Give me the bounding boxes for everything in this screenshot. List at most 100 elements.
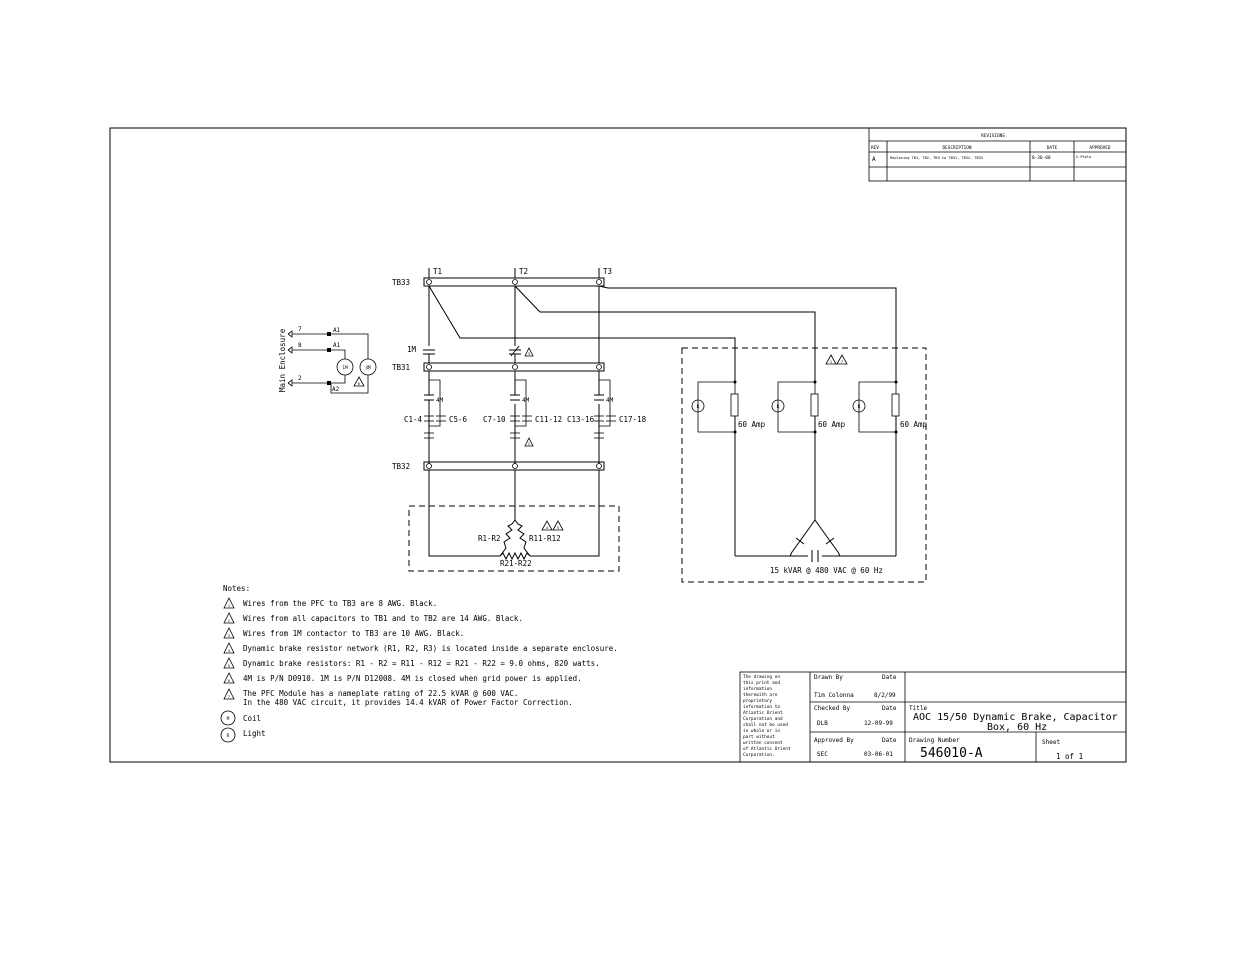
note-1: 1 Wires from the PFC to TB3 are 8 AWG. B… [223,597,437,609]
resistor-r2-label: R11-R12 [529,534,561,543]
legend-coil: M Coil [220,710,261,726]
note-3-text: Wires from 1M contactor to TB3 are 10 AW… [243,629,464,638]
sheet-value: 1 of 1 [1056,752,1083,761]
svg-text:3: 3 [528,352,530,356]
fuse-2-label: 60 Amp [818,420,846,429]
svg-text:5: 5 [228,664,230,668]
terminal-block-tb33: TB33 T1 T2 T3 [392,267,612,287]
revision-row-approved: S.Ptolo [1076,155,1091,159]
t1-label: T1 [433,267,442,276]
phase-wires [428,268,897,382]
svg-text:therewith are: therewith are [743,692,778,698]
svg-text:5: 5 [557,526,559,530]
svg-text:4: 4 [228,649,230,653]
svg-text:2: 2 [228,619,230,623]
terminal-a2-label: A2 [332,386,340,393]
coil-4m-label: 4M [365,365,371,371]
svg-text:in whole or in: in whole or in [743,728,780,734]
date-header: DATE [1047,145,1058,151]
note-4-5-marker-icon: 4 5 [541,520,564,531]
revisions-table: REVISIONS REV DESCRIPTION DATE APPROVED … [868,127,1127,182]
svg-text:6: 6 [358,382,360,386]
svg-text:6: 6 [228,679,230,683]
pfc-enclosure: 1 7 R 60 Amp R 60 Amp R 60 Amp [681,347,928,583]
svg-text:The drawing on: The drawing on [743,674,780,680]
svg-text:7: 7 [228,695,230,699]
t3-label: T3 [603,267,612,276]
svg-text:shall not be used: shall not be used [743,722,788,728]
svg-text:Corporation.: Corporation. [743,752,775,758]
note-7: 7 The PFC Module has a nameplate rating … [223,688,573,707]
cap-c4-label: C11-12 [535,415,562,424]
cap-4m-label-2: 4M [522,397,530,404]
resistor-r3-label: R21-R22 [500,559,532,568]
note-1-7-marker-icon: 1 7 [825,354,848,365]
svg-text:proprietary: proprietary [743,698,772,704]
svg-text:1: 1 [228,604,230,608]
coil-circuit: Main Enclosure 7 8 2 A1 A1 A2 1M 4M [278,326,377,394]
capacitor-bank: 4M 4M 4M C1-4 C5-6 C7-10 C11-12 C13-16 C… [404,371,647,464]
drawing-title-line2: Box, 60 Hz [987,722,1047,733]
note-4-text: Dynamic brake resistor network (R1, R2, … [243,644,618,653]
note-2: 2 Wires from all capacitors to TB1 and t… [223,612,523,624]
note-7-text: The PFC Module has a nameplate rating of… [243,689,518,698]
tb31-label: TB31 [392,363,410,372]
note-5: 5 Dynamic brake resistors: R1 - R2 = R11… [223,657,600,669]
note-6: 6 4M is P/N D0910. 1M is P/N D12008. 4M … [223,672,582,684]
terminal-block-tb31: TB31 [392,362,605,372]
svg-text:R: R [777,404,780,410]
svg-text:7: 7 [841,360,843,364]
cap-c2-label: C5-6 [449,415,468,424]
tb32-label: TB32 [392,462,410,471]
revision-row-date: 8-30-00 [1032,155,1051,161]
title-label: Title [909,705,927,712]
tb33-label: TB33 [392,278,410,287]
description-header: DESCRIPTION [942,145,971,151]
drawn-by-label: Drawn By [814,674,843,681]
svg-text:of Atlantic Orient: of Atlantic Orient [743,746,791,752]
fuse-1-label: 60 Amp [738,420,766,429]
svg-text:information: information [743,686,772,692]
checked-by-value: DLB [817,720,828,727]
svg-text:1: 1 [830,360,832,364]
indicator-light-3-icon [852,399,866,413]
legend-light: R Light [220,727,266,743]
drawing-number-value: 546010-A [920,746,983,761]
note-4: 4 Dynamic brake resistor network (R1, R2… [223,642,618,654]
note-3: 3 Wires from 1M contactor to TB3 are 10 … [223,627,464,639]
svg-text:4: 4 [546,526,548,530]
cap-c3-label: C7-10 [483,415,506,424]
wire-8-label: 8 [298,342,302,349]
notes-section: Notes: 1 Wires from the PFC to TB3 are 8… [220,584,618,743]
contactor-label: 1M [407,345,417,354]
drawn-date-value: 8/2/99 [874,692,896,699]
cap-c5-label: C13-16 [567,415,595,424]
coil-4m-icon [359,358,377,376]
note-1-text: Wires from the PFC to TB3 are 8 AWG. Bla… [243,599,437,608]
main-enclosure-label: Main Enclosure [278,328,287,392]
checked-by-label: Checked By [814,705,851,712]
drawn-by-value: Tim Colonna [814,692,854,699]
rev-header: REV [871,145,879,151]
note-6-text: 4M is P/N D0910. 1M is P/N D12008. 4M is… [243,674,582,683]
wire-7-label: 7 [298,326,302,333]
revision-row-rev: A [872,156,876,163]
svg-text:3: 3 [228,634,230,638]
drawing-title-line1: AOC 15/50 Dynamic Brake, Capacitor [913,712,1118,723]
svg-text:part without: part without [743,734,775,740]
drawing-border [109,127,1127,763]
coil-1m-icon [336,358,354,376]
legend-light-text: Light [243,729,266,738]
proprietary-notice: The drawing on this print and informatio… [743,674,791,758]
svg-text:R: R [858,404,861,410]
svg-text:information to: information to [743,704,780,710]
coil-1m-label: 1M [342,365,348,371]
approved-by-value: SEC [817,751,828,758]
drawn-date-label: Date [882,674,897,681]
svg-text:written consent: written consent [743,740,783,746]
notes-heading: Notes: [223,584,250,593]
cap-c1-label: C1-4 [404,415,423,424]
checked-date-value: 12-09-99 [864,720,893,727]
revision-row-description: Replacing TB1, TB2, TB3 to TB31, TB32, T… [890,156,983,160]
svg-text:2: 2 [528,442,530,446]
